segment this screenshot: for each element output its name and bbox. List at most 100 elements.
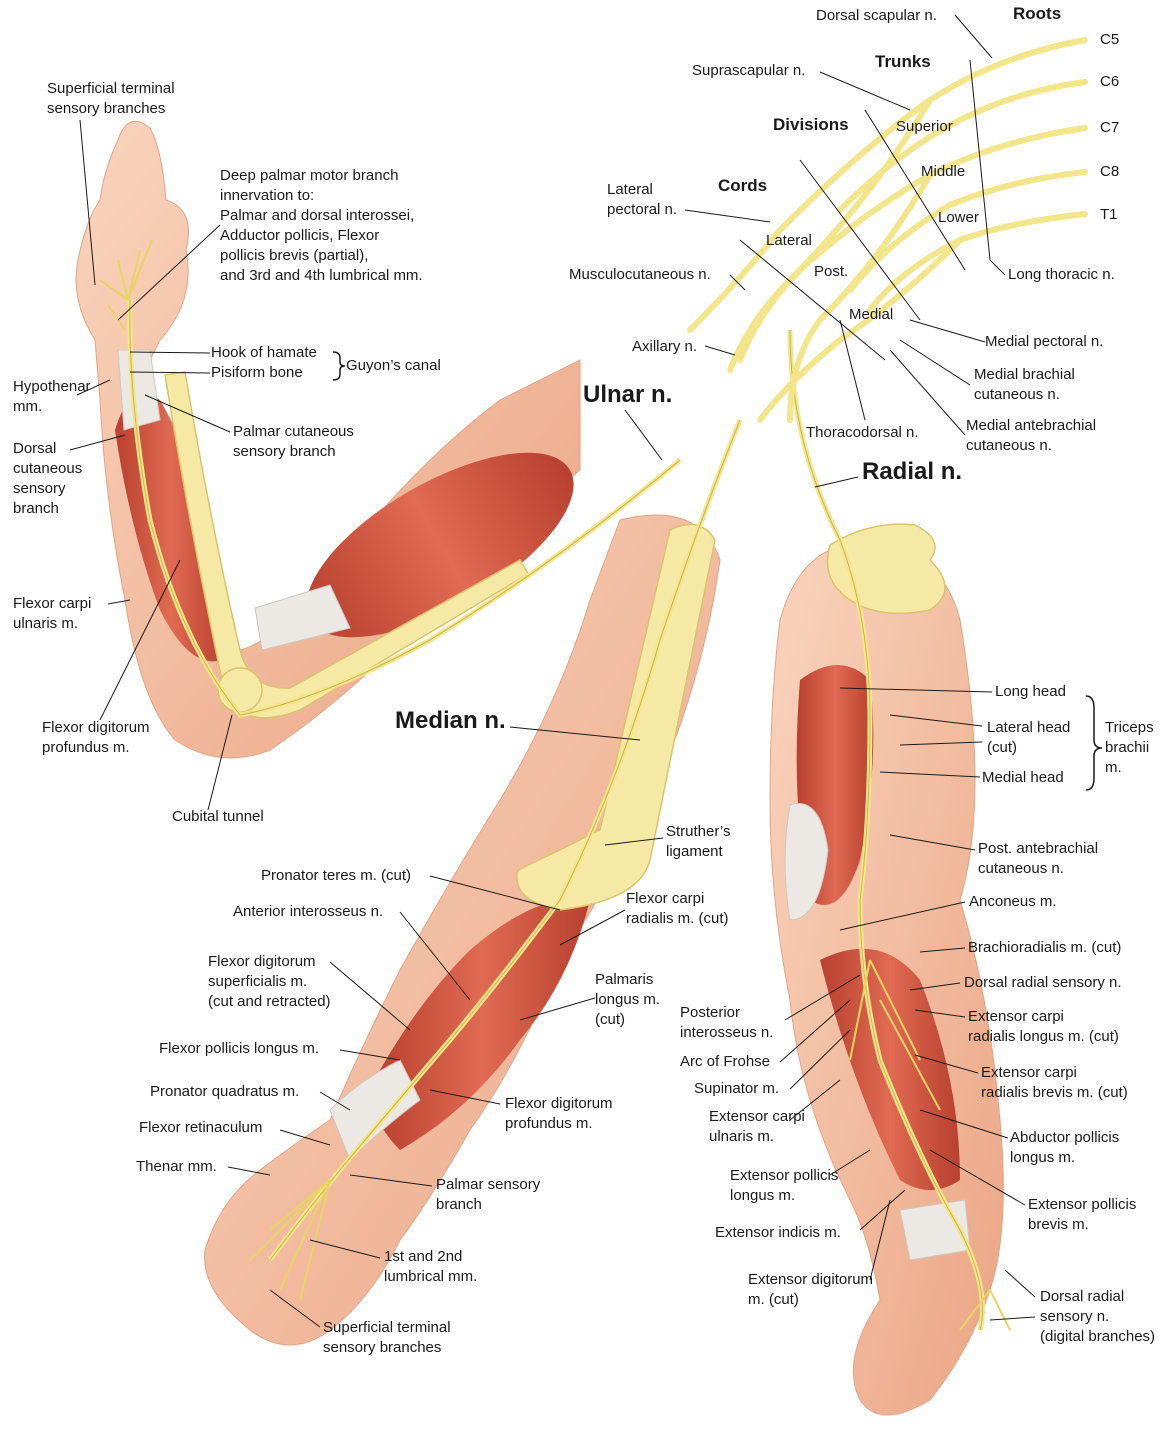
- pronator-teres-label: Pronator teres m. (cut): [261, 867, 412, 884]
- trunk-lower-label: Lower: [938, 209, 979, 226]
- brachial-plexus: [687, 37, 1088, 423]
- struthers-ligament-label: Struther’s ligament: [666, 823, 731, 860]
- lateral-pectoral-label: Lateral pectoral n.: [607, 181, 678, 218]
- root-c7-label: C7: [1100, 119, 1120, 136]
- root-c6-label: C6: [1100, 73, 1120, 90]
- humerus-ulna-bone: [164, 371, 530, 719]
- guyon-brace: [332, 351, 346, 381]
- ecrb-label: Extensor carpi radialis brevis m. (cut): [981, 1064, 1128, 1101]
- leader-lines: [69, 14, 1036, 1328]
- anterior-interosseus-label: Anterior interosseus n.: [233, 903, 384, 920]
- axillary-label: Axillary n.: [632, 338, 698, 355]
- radial-arm-illustration: [769, 329, 1011, 1416]
- flexor-retinaculum-label: Flexor retinaculum: [139, 1119, 263, 1136]
- brace-marks: [332, 351, 1103, 791]
- long-thoracic-label: Long thoracic n.: [1008, 266, 1115, 283]
- median-arm-illustration: [204, 419, 743, 1346]
- median-nerve-title: Median n.: [395, 707, 506, 734]
- posterior-interosseus-label: Posterior interosseus n.: [680, 1004, 774, 1041]
- radial-nerve-title: Radial n.: [862, 458, 963, 485]
- biceps-muscle: [306, 452, 574, 638]
- arc-frohse-label: Arc of Frohse: [680, 1053, 771, 1070]
- root-c6: [837, 79, 1088, 213]
- medial-head-label: Medial head: [982, 769, 1064, 786]
- root-c8: [847, 169, 1088, 293]
- musculocutaneous-label: Musculocutaneous n.: [569, 266, 711, 283]
- hand-nerve-branches: [99, 239, 153, 331]
- guyons-canal-label: Guyon’s canal: [346, 357, 441, 374]
- medial-pectoral-label: Medial pectoral n.: [985, 333, 1104, 350]
- palmaris-longus-label: Palmaris longus m. (cut): [595, 971, 661, 1028]
- trunk-middle-label: Middle: [921, 163, 966, 180]
- lumbricals-label: 1st and 2nd lumbrical mm.: [384, 1248, 478, 1285]
- extensor-indicis-label: Extensor indicis m.: [715, 1224, 841, 1241]
- median-nerve-outline: [269, 419, 741, 1261]
- post-antebrachial-label: Post. antebrachial cutaneous n.: [978, 840, 1099, 877]
- extensor-muscles: [820, 948, 960, 1190]
- dorsal-scapular-label: Dorsal scapular n.: [816, 7, 937, 24]
- ulnar-superficial-terminal-label: Superficial terminal sensory branches: [47, 80, 175, 117]
- median-forearm-tendons: [329, 1059, 421, 1161]
- deep-palmar-branch-label: Deep palmar motor branch innervation to:…: [220, 167, 423, 284]
- root-c5: [687, 37, 1088, 333]
- triceps-brace: [1085, 695, 1103, 791]
- cord-posterior-label: Post.: [814, 263, 849, 280]
- ulnar-fdp-label: Flexor digitorum profundus m.: [42, 719, 150, 756]
- ulnar-nerve-outline: [129, 299, 681, 716]
- biceps-tendon: [254, 584, 351, 651]
- supinator-label: Supinator m.: [694, 1080, 780, 1097]
- cord-medial-label: Medial: [849, 306, 894, 323]
- divisions-heading: Divisions: [773, 115, 849, 134]
- median-superficial-terminal-label: Superficial terminal sensory branches: [323, 1319, 451, 1356]
- trunks-heading: Trunks: [875, 52, 931, 71]
- fds-label: Flexor digitorum superficialis m. (cut a…: [208, 953, 331, 1010]
- anconeus-label: Anconeus m.: [969, 893, 1057, 910]
- fpl-label: Flexor pollicis longus m.: [159, 1040, 320, 1057]
- roots-heading: Roots: [1013, 4, 1062, 23]
- median-forearm-muscles: [373, 898, 590, 1150]
- trunk-superior-label: Superior: [896, 118, 953, 135]
- suprascapular-label: Suprascapular n.: [692, 62, 806, 79]
- thenar-label: Thenar mm.: [136, 1158, 217, 1175]
- drs-digital-label: Dorsal radial sensory n. (digital branch…: [1040, 1288, 1156, 1345]
- root-t1-label: T1: [1100, 206, 1118, 223]
- root-c5-label: C5: [1100, 31, 1120, 48]
- fcu-label: Flexor carpi ulnaris m.: [13, 595, 92, 632]
- ulnar-arm-illustration: [75, 120, 682, 759]
- medial-brachial-label: Medial brachial cutaneous n.: [974, 366, 1075, 403]
- brachioradialis-label: Brachioradialis m. (cut): [968, 939, 1122, 956]
- extensor-digitorum-label: Extensor digitorum m. (cut): [748, 1271, 874, 1308]
- radial-branches: [849, 959, 1011, 1331]
- median-fdp-label: Flexor digitorum profundus m.: [505, 1095, 613, 1132]
- cubital-tunnel-label: Cubital tunnel: [172, 808, 264, 825]
- palmar-cutaneous-label: Palmar cutaneous sensory branch: [233, 423, 354, 460]
- ecu-label: Extensor carpi ulnaris m.: [709, 1108, 805, 1145]
- cord-medial: [757, 237, 963, 423]
- epb-label: Extensor pollicis brevis m.: [1028, 1196, 1137, 1233]
- apl-label: Abductor pollicis longus m.: [1010, 1129, 1120, 1166]
- epl-label: Extensor pollicis longus m.: [730, 1167, 839, 1204]
- ulnar-nerve-title: Ulnar n.: [583, 381, 673, 408]
- pisiform-label: Pisiform bone: [211, 364, 303, 381]
- dorsal-radial-sensory-label: Dorsal radial sensory n.: [964, 974, 1122, 991]
- hook-hamate-label: Hook of hamate: [211, 344, 317, 361]
- palmar-sensory-label: Palmar sensory branch: [436, 1176, 541, 1213]
- lateral-head-label: Lateral head (cut): [987, 719, 1071, 756]
- dorsal-cutaneous-label: Dorsal cutaneous sensory branch: [13, 440, 83, 517]
- radial-nerve-outline: [789, 329, 983, 1331]
- cord-lateral: [727, 97, 933, 373]
- fcr-label: Flexor carpi radialis m. (cut): [626, 890, 729, 927]
- cords-heading: Cords: [718, 176, 768, 195]
- thoracodorsal-label: Thoracodorsal n.: [806, 424, 919, 441]
- median-hand-branches: [249, 1179, 331, 1301]
- cord-posterior: [787, 172, 933, 423]
- forearm-tendons: [117, 349, 161, 431]
- long-head-label: Long head: [995, 683, 1066, 700]
- cord-lateral-label: Lateral: [766, 232, 812, 249]
- hypothenar-label: Hypothenar mm.: [13, 378, 91, 415]
- root-c8-label: C8: [1100, 163, 1120, 180]
- triceps-label: Triceps brachii m.: [1105, 719, 1154, 776]
- pronator-quadratus-label: Pronator quadratus m.: [150, 1083, 300, 1100]
